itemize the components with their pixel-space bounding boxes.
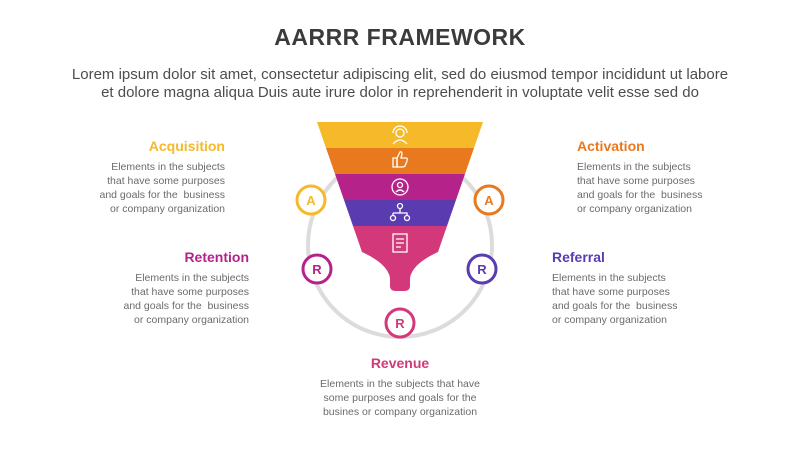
description-line: Elements in the subjects <box>111 161 225 173</box>
funnel-band-revenue <box>353 226 447 291</box>
badge-referral: R <box>466 253 498 285</box>
money-receipt-icon <box>392 233 408 253</box>
description-line: and goals for the business <box>552 300 678 312</box>
description-line: Elements in the subjects that have <box>320 378 480 390</box>
retention-title: Retention <box>184 249 249 265</box>
badge-acquisition: A <box>295 184 327 216</box>
description-line: Elements in the subjects <box>577 161 691 173</box>
description-line: and goals for the business <box>577 189 703 201</box>
acquisition-block: Acquisition Elements in the subjects tha… <box>60 138 226 216</box>
description-line: Elements in the subjects <box>135 272 249 284</box>
badge-revenue: R <box>384 307 416 339</box>
description-line: busines or company organization <box>322 406 478 418</box>
description-line: and goals for the business <box>99 189 226 201</box>
revenue-description: Elements in the subjects that have some … <box>300 377 500 419</box>
badge-activation-letter: A <box>484 193 494 208</box>
description-line: or company organization <box>110 203 225 215</box>
badge-retention: R <box>301 253 333 285</box>
description-line: and goals for the business <box>123 300 250 312</box>
activation-description: Elements in the subjects that have some … <box>577 160 747 216</box>
refresh-user-icon <box>391 178 409 196</box>
badge-referral-letter: R <box>477 262 487 277</box>
acquisition-description: Elements in the subjects that have some … <box>60 160 226 216</box>
description-line: that have some purposes <box>131 286 249 298</box>
funnel-band-activation <box>326 148 474 174</box>
acquisition-title: Acquisition <box>148 138 225 154</box>
page-subtitle: Lorem ipsum dolor sit amet, consectetur … <box>20 66 780 102</box>
retention-block: Retention Elements in the subjects that … <box>78 249 250 327</box>
revenue-block: Revenue Elements in the subjects that ha… <box>300 355 500 419</box>
referral-block: Referral Elements in the subjects that h… <box>552 249 727 327</box>
badge-acquisition-letter: A <box>306 193 316 208</box>
thumbs-up-icon <box>392 151 408 168</box>
subtitle-line-2: et dolore magna aliqua Duis aute irure d… <box>101 84 699 101</box>
referral-title: Referral <box>552 249 605 265</box>
activation-title: Activation <box>577 138 645 154</box>
description-line: some purposes and goals for the <box>323 392 477 404</box>
description-line: or company organization <box>552 314 667 326</box>
description-line: or company organization <box>577 203 692 215</box>
description-line: that have some purposes <box>552 286 670 298</box>
badge-revenue-letter: R <box>395 316 405 331</box>
badge-activation: A <box>473 184 505 216</box>
description-line: or company organization <box>134 314 249 326</box>
funnel-band-acquisition <box>317 122 483 148</box>
subtitle-line-1: Lorem ipsum dolor sit amet, consectetur … <box>71 66 729 83</box>
headset-user-icon <box>392 125 408 145</box>
revenue-title: Revenue <box>370 355 430 371</box>
retention-description: Elements in the subjects that have some … <box>78 271 250 327</box>
network-users-icon <box>389 202 411 222</box>
activation-block: Activation Elements in the subjects that… <box>577 138 747 216</box>
description-line: that have some purposes <box>107 175 225 187</box>
description-line: that have some purposes <box>577 175 695 187</box>
referral-description: Elements in the subjects that have some … <box>552 271 727 327</box>
page-title: AARRR FRAMEWORK <box>274 24 526 50</box>
description-line: Elements in the subjects <box>552 272 666 284</box>
badge-retention-letter: R <box>312 262 322 277</box>
